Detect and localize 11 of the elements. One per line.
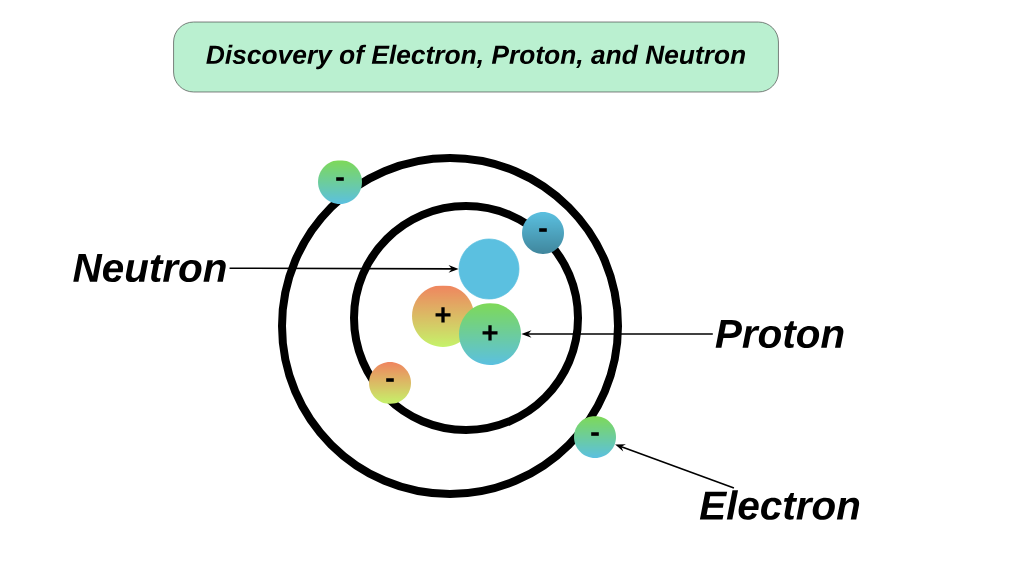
charge-ball: - xyxy=(591,432,599,436)
charge-ball: + xyxy=(482,325,498,341)
particle-ball xyxy=(458,238,520,300)
charge-ball: - xyxy=(336,177,344,181)
charge-ball: + xyxy=(435,307,451,323)
particle-label: Proton xyxy=(715,319,844,349)
charge-ball: - xyxy=(539,228,547,232)
title-box: Discovery of Electron, Proton, and Neutron xyxy=(173,21,779,93)
charge-ball: - xyxy=(386,378,394,382)
particle-label: Neutron xyxy=(73,253,226,283)
particle-label: Electron xyxy=(699,490,860,520)
